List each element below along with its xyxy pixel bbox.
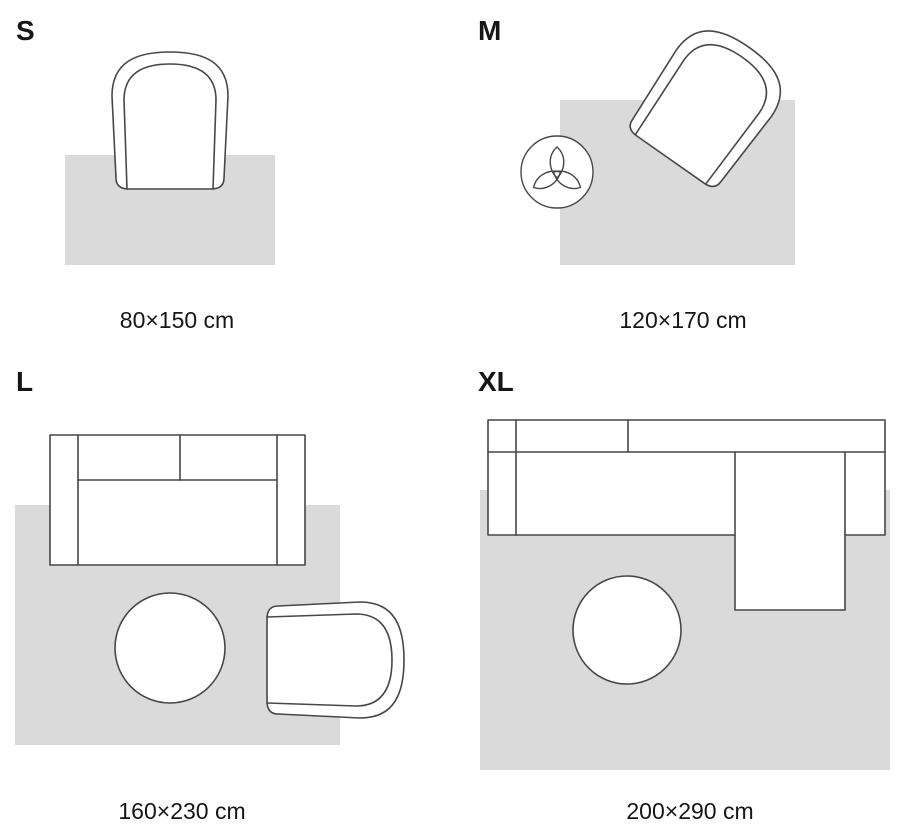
plant-icon <box>520 135 594 209</box>
size-dimensions-xl: 200×290 cm <box>626 798 754 824</box>
size-option-xl: XL 200×290 cm <box>450 355 900 840</box>
size-option-m: M 120×170 cm <box>450 0 900 355</box>
coffee-table-icon <box>114 592 226 704</box>
size-label-m: M <box>478 15 502 46</box>
size-illustration-s <box>65 51 275 265</box>
size-option-s: S 80×150 cm <box>0 0 450 355</box>
size-dimensions-s: 80×150 cm <box>119 307 235 333</box>
armchair-icon <box>111 51 229 190</box>
size-label-xl: XL <box>478 366 514 397</box>
size-dimensions-l: 160×230 cm <box>118 798 246 824</box>
coffee-table-icon <box>572 575 682 685</box>
size-illustration-m <box>520 13 798 265</box>
sectional-sofa-icon <box>487 419 886 611</box>
sofa-icon <box>49 434 306 566</box>
size-label-l: L <box>16 366 34 397</box>
size-illustration-xl <box>480 419 890 770</box>
armchair-icon <box>266 601 405 719</box>
size-illustration-l <box>15 434 405 745</box>
size-label-s: S <box>16 15 35 46</box>
size-option-l: L 160×230 cm <box>0 355 450 840</box>
size-dimensions-m: 120×170 cm <box>619 307 747 333</box>
